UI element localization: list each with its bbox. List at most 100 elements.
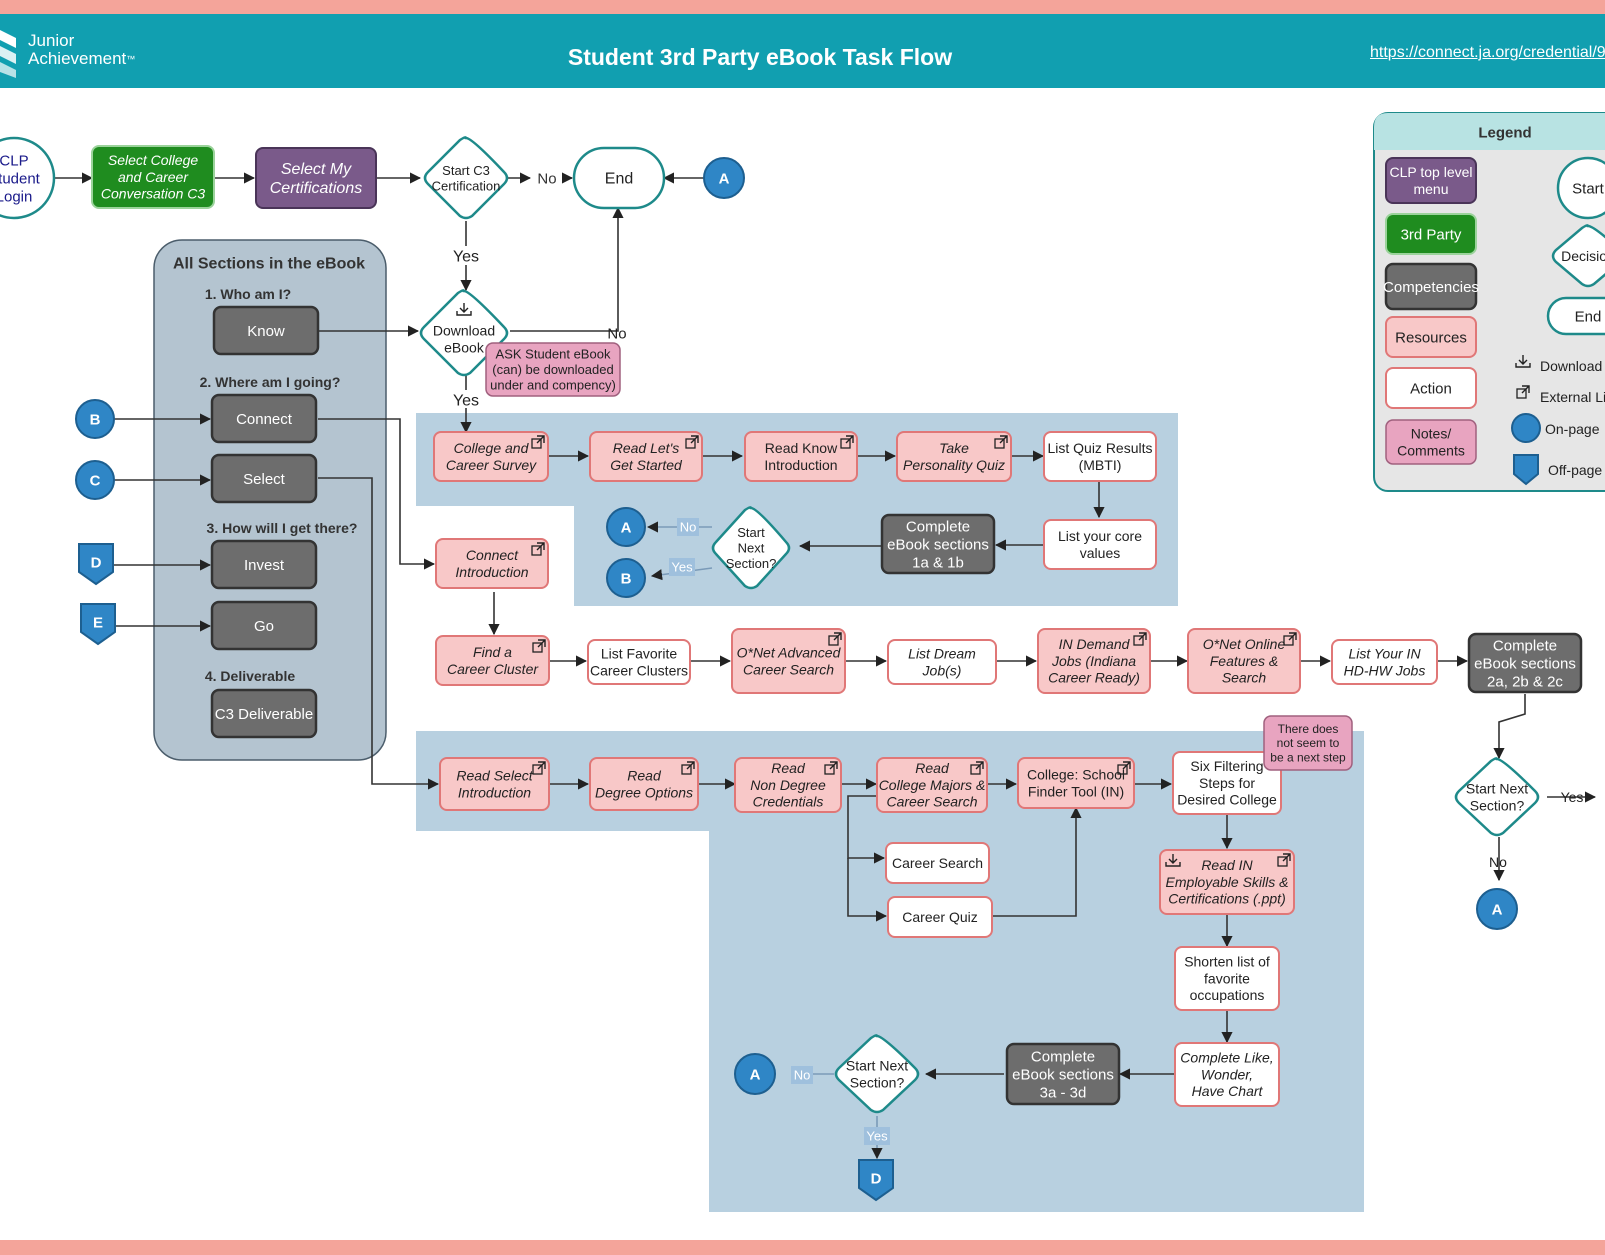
logo-line2: Achievement [28,49,127,68]
next-step-note[interactable] [1263,715,1353,771]
read-employable-skills[interactable] [1159,849,1295,915]
clp-student-login-shape [0,136,56,220]
read-select-introduction[interactable] [439,757,550,811]
header-bar [0,14,1605,88]
legend-resources[interactable] [1385,316,1477,358]
connector-b-know[interactable] [606,558,646,598]
legend-decision[interactable] [1551,224,1605,288]
clp-student-login-line-2: Student [0,170,41,187]
career-search[interactable] [885,842,990,884]
college-school-finder[interactable] [1017,757,1135,809]
list-in-hdhw-jobs[interactable] [1331,639,1438,685]
section-connect-button[interactable] [210,393,318,444]
next-3-yes-label-bg [864,1127,890,1145]
six-filtering-steps-line-2: Steps for [1199,775,1255,791]
section-invest-button-line-1: Invest [244,557,285,574]
six-filtering-steps[interactable] [1172,751,1282,815]
legend-end[interactable] [1546,296,1605,336]
complete-sections-1-line-1: Complete [906,518,970,535]
connector-d-left[interactable] [78,543,114,586]
in-demand-jobs-shape [1037,628,1151,694]
end-terminal[interactable] [572,146,666,210]
start-next-section-1[interactable] [711,506,791,590]
download-icon [1165,854,1181,867]
legend-start[interactable] [1556,156,1605,220]
connector-a-select[interactable] [734,1053,776,1095]
start-c3-decision[interactable] [423,136,509,220]
read-lets-get-started[interactable] [589,431,703,482]
find-career-cluster[interactable] [435,635,550,686]
section-invest-button[interactable] [210,539,318,590]
complete-sections-2[interactable] [1467,632,1583,694]
list-dream-jobs[interactable] [887,639,997,685]
read-know-introduction[interactable] [744,431,858,482]
shorten-list-occupations[interactable] [1174,946,1280,1011]
section-heading-1-line-1: 1. Who am I? [205,286,291,302]
legend-clp[interactable] [1385,157,1477,204]
college-school-finder-line-2: Finder Tool (IN) [1028,783,1124,799]
ask-note-line-3: under and compency) [490,378,616,393]
connector-d-select-shape [858,1159,894,1202]
connector-a-connect[interactable] [1476,888,1518,930]
start-next-section-1-line-1: Start [737,525,765,540]
list-favorite-career-clusters[interactable] [587,639,691,685]
onet-advanced-career-search[interactable] [731,628,846,694]
career-quiz[interactable] [887,896,993,938]
legend-notes[interactable] [1385,419,1477,465]
select-certifications-button[interactable] [255,147,377,209]
read-college-majors-line-2: College Majors & [879,777,986,793]
onet-advanced-career-search-line-1: O*Net Advanced [737,645,842,661]
take-personality-quiz[interactable] [896,431,1012,482]
complete-like-wonder-chart[interactable] [1174,1042,1280,1107]
section-go-button[interactable] [210,600,318,651]
connector-a-know-shape [606,507,646,547]
section-know-button[interactable] [212,305,320,356]
college-career-survey[interactable] [433,431,549,482]
read-college-majors[interactable] [876,757,988,813]
connector-d-select[interactable] [858,1159,894,1202]
legend-competencies[interactable] [1384,262,1478,311]
legend-decision-shape [1551,224,1605,288]
clp-student-login[interactable] [0,136,56,220]
onet-advanced-career-search-line-2: Career Search [743,661,834,677]
list-quiz-results[interactable] [1043,431,1157,482]
section-select-button[interactable] [210,453,318,504]
legend-third-party[interactable] [1385,213,1477,255]
connector-c-left-shape [75,460,115,500]
read-lets-get-started-shape [589,431,703,482]
legend-action[interactable] [1385,367,1477,409]
select-c3-button[interactable] [91,145,215,209]
section-heading-2-line-1: 2. Where am I going? [200,374,341,390]
connector-e-left[interactable] [80,603,116,646]
connector-a-know[interactable] [606,507,646,547]
connector-c-left[interactable] [75,460,115,500]
complete-sections-3[interactable] [1005,1042,1121,1106]
college-school-finder-line-1: College: School [1027,767,1125,783]
list-dream-jobs-shape [887,639,997,685]
connect-introduction[interactable] [435,538,549,589]
complete-like-wonder-chart-line-1: Complete Like, [1180,1050,1273,1066]
legend-onpage[interactable] [1511,413,1541,443]
college-career-survey-shape [433,431,549,482]
onet-online-features[interactable] [1187,628,1301,694]
start-next-section-3[interactable] [834,1034,920,1114]
connector-a-top-line-1: A [719,170,730,187]
list-core-values[interactable] [1043,519,1157,570]
complete-sections-1[interactable] [880,513,996,575]
start-next-section-2[interactable] [1454,757,1540,837]
in-demand-jobs[interactable] [1037,628,1151,694]
section-c3-deliverable-button[interactable] [210,688,318,739]
read-non-degree-credentials[interactable] [734,757,842,813]
connector-a-select-line-1: A [750,1066,761,1083]
ask-note-shape [485,342,621,397]
read-know-introduction-shape [744,431,858,482]
connector-a-top[interactable] [703,157,745,199]
credential-link[interactable]: https://connect.ja.org/credential/9 [1370,44,1605,61]
start-c3-decision-line-1: Start C3 [442,163,490,178]
read-degree-options[interactable] [589,757,699,811]
ask-note[interactable] [485,342,621,397]
connect-introduction-line-1: Connect [466,547,519,563]
connector-b-left[interactable] [75,399,115,439]
download-ebook-decision-line-2: eBook [444,339,485,355]
connect-introduction-line-2: Introduction [455,564,528,580]
